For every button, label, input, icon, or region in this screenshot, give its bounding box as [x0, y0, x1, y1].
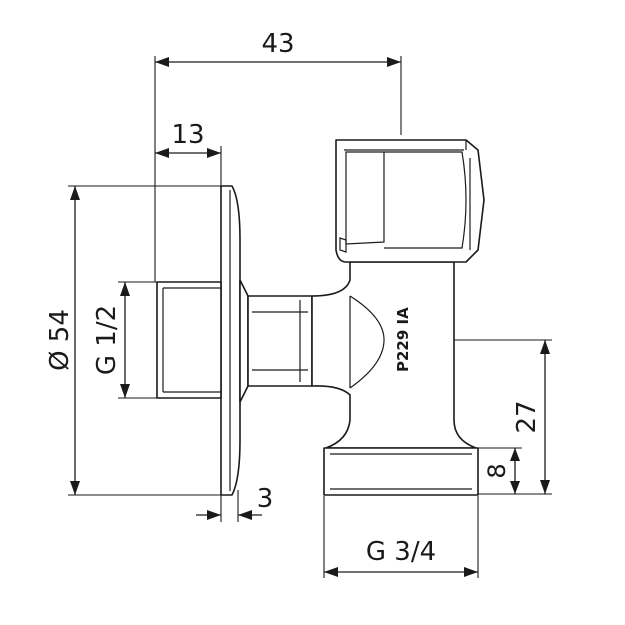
outlet-height-label: 27	[512, 400, 542, 433]
outlet-thread	[323, 447, 479, 496]
inlet-thread	[156, 281, 222, 399]
flange-thickness-label: 3	[257, 484, 274, 514]
flange-offset-label: 13	[171, 120, 204, 150]
dimension-outlet-height: 27	[512, 340, 550, 494]
outlet-thread-height-label: 8	[483, 463, 511, 478]
valve-handle	[335, 139, 485, 263]
dimension-flange-offset: 13	[155, 120, 221, 158]
dimension-flange-thickness: 3	[196, 484, 273, 520]
flange-diameter-label: Ø 54	[45, 309, 75, 371]
outlet-thread-label: G 3/4	[366, 537, 436, 567]
dimension-outlet-thread: G 3/4	[324, 537, 478, 577]
valve-body	[311, 261, 477, 449]
dimension-flange-diameter: Ø 54	[45, 186, 80, 495]
dimension-inlet-thread: G 1/2	[92, 282, 130, 398]
dimension-outlet-thread-height: 8	[483, 448, 520, 494]
body-marking: P229 IA	[394, 307, 412, 372]
overall-length-label: 43	[261, 29, 294, 59]
inlet-thread-label: G 1/2	[92, 305, 122, 375]
inlet-collar	[239, 279, 249, 403]
connecting-nut	[247, 295, 313, 387]
dimension-overall-length: 43	[155, 29, 401, 67]
